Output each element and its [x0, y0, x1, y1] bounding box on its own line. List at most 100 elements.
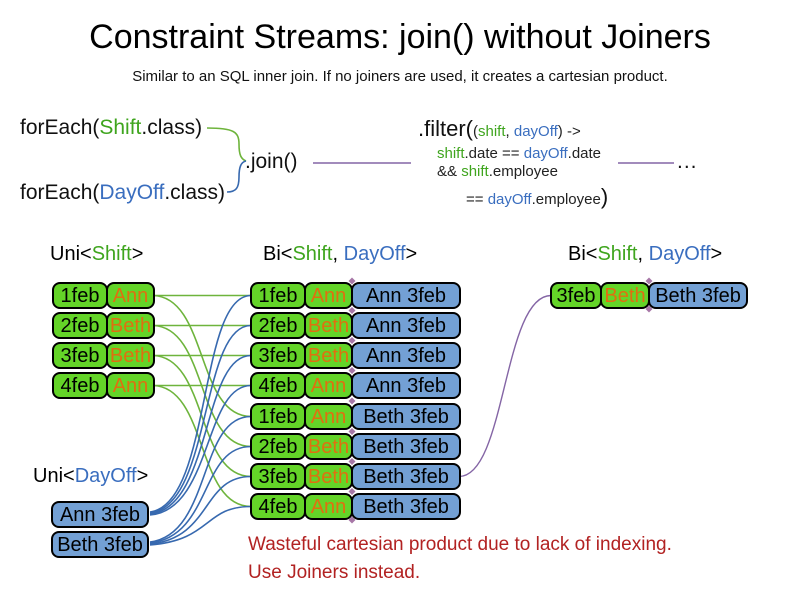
dayoff-cell: Beth 3feb — [351, 433, 461, 460]
code-text: .date == — [464, 145, 524, 162]
foreach-dayoff-code: forEach(DayOff.class) — [20, 181, 225, 205]
warning-line-2: Use Joiners instead. — [248, 562, 421, 583]
shift-date-cell: 2feb — [250, 312, 306, 339]
code-text: .employee — [488, 163, 558, 180]
shift-date-cell: 1feb — [250, 403, 306, 430]
dayoff-cell: Ann 3feb — [351, 282, 461, 309]
code-text: .class) — [164, 181, 226, 204]
dayoff-type-token: DayOff — [648, 243, 711, 265]
dayoff-cell: Beth 3feb — [351, 493, 461, 520]
header-text: , — [637, 243, 649, 265]
dayoff-arg-token: dayOff — [487, 191, 532, 208]
shift-employee-cell: Ann — [106, 282, 155, 309]
shift-date-cell: 1feb — [250, 282, 306, 309]
dayoff-cell: Ann 3feb — [351, 342, 461, 369]
shift-arg-token: shift — [478, 123, 506, 140]
shift-arg-token: shift — [461, 163, 489, 180]
code-text: .date — [567, 145, 602, 162]
filter-code-line2: shift.date == dayOff.date — [437, 145, 601, 162]
shift-employee-cell: Beth — [304, 433, 353, 460]
header-text: > — [136, 465, 149, 487]
shift-date-cell: 4feb — [52, 372, 108, 399]
uni-dayoff-header: Uni<DayOff> — [33, 465, 148, 488]
shift-type-token: Shift — [292, 243, 333, 265]
header-text: > — [405, 243, 418, 265]
bi-center-header: Bi<Shift, DayOff> — [263, 243, 417, 266]
shift-date-cell: 2feb — [250, 433, 306, 460]
dayoff-arg-token: dayOff — [513, 123, 558, 140]
dayoff-cell: Beth 3feb — [351, 463, 461, 490]
header-text: Bi< — [263, 243, 293, 265]
shift-date-cell: 3feb — [550, 282, 602, 309]
header-text: > — [131, 243, 144, 265]
shift-date-cell: 4feb — [250, 372, 306, 399]
warning-text: Wasteful cartesian product due to lack o… — [248, 531, 672, 587]
dayoff-cell: Beth 3feb — [51, 531, 149, 558]
dayoff-to-join-connector — [226, 160, 247, 193]
shift-class-token: Shift — [99, 116, 142, 139]
header-text: , — [332, 243, 344, 265]
code-text: forEach( — [20, 181, 100, 204]
uni-dayoff-row: Ann 3feb — [51, 501, 149, 528]
dayoff-cell: Ann 3feb — [351, 372, 461, 399]
dayoff-type-token: DayOff — [74, 465, 137, 487]
shift-date-cell: 3feb — [52, 342, 108, 369]
shift-type-token: Shift — [597, 243, 638, 265]
shift-date-cell: 1feb — [52, 282, 108, 309]
code-text: == — [466, 191, 488, 208]
shift-date-cell: 3feb — [250, 463, 306, 490]
header-text: Bi< — [568, 243, 598, 265]
shift-date-cell: 2feb — [52, 312, 108, 339]
dayoff-cell: Beth 3feb — [351, 403, 461, 430]
shift-type-token: Shift — [91, 243, 132, 265]
foreach-shift-code: forEach(Shift.class) — [20, 116, 202, 140]
header-text: > — [710, 243, 723, 265]
filter-head-token: .filter( — [418, 116, 473, 141]
shift-employee-cell: Beth — [304, 342, 353, 369]
filter-close-paren: ) — [600, 184, 609, 209]
dayoff-arg-token: dayOff — [523, 145, 568, 162]
warning-line-1: Wasteful cartesian product due to lack o… — [248, 534, 672, 555]
more-operations-ellipsis: ... — [677, 150, 698, 173]
shift-date-cell: 3feb — [250, 342, 306, 369]
code-text: ) -> — [557, 123, 581, 140]
shift-employee-cell: Ann — [304, 403, 353, 430]
page-subtitle: Similar to an SQL inner join. If no join… — [132, 68, 668, 85]
shift-date-cell: 4feb — [250, 493, 306, 520]
shift-employee-cell: Beth — [106, 342, 155, 369]
dayoff-cell: Ann 3feb — [351, 312, 461, 339]
shift-employee-cell: Beth — [600, 282, 650, 309]
join-code: .join() — [245, 150, 298, 173]
dayoff-type-token: DayOff — [343, 243, 406, 265]
dayoff-class-token: DayOff — [99, 181, 165, 204]
code-text: , — [505, 123, 514, 140]
shift-employee-cell: Ann — [304, 282, 353, 309]
header-text: Uni< — [33, 465, 75, 487]
dayoff-cell: Ann 3feb — [51, 501, 149, 528]
code-text: ( — [473, 123, 478, 140]
uni-dayoff-row: Beth 3feb — [51, 531, 149, 558]
filter-code-line4: == dayOff.employee) — [466, 184, 608, 210]
shift-employee-cell: Beth — [304, 312, 353, 339]
shift-employee-cell: Beth — [304, 463, 353, 490]
filter-code-line1: .filter((shift, dayOff) -> — [418, 116, 581, 142]
code-text: forEach( — [20, 116, 100, 139]
bi-right-header: Bi<Shift, DayOff> — [568, 243, 722, 266]
shift-to-join-connector — [206, 127, 247, 162]
shift-employee-cell: Beth — [106, 312, 155, 339]
page-title: Constraint Streams: join() without Joine… — [89, 18, 711, 56]
code-text: && — [437, 163, 462, 180]
